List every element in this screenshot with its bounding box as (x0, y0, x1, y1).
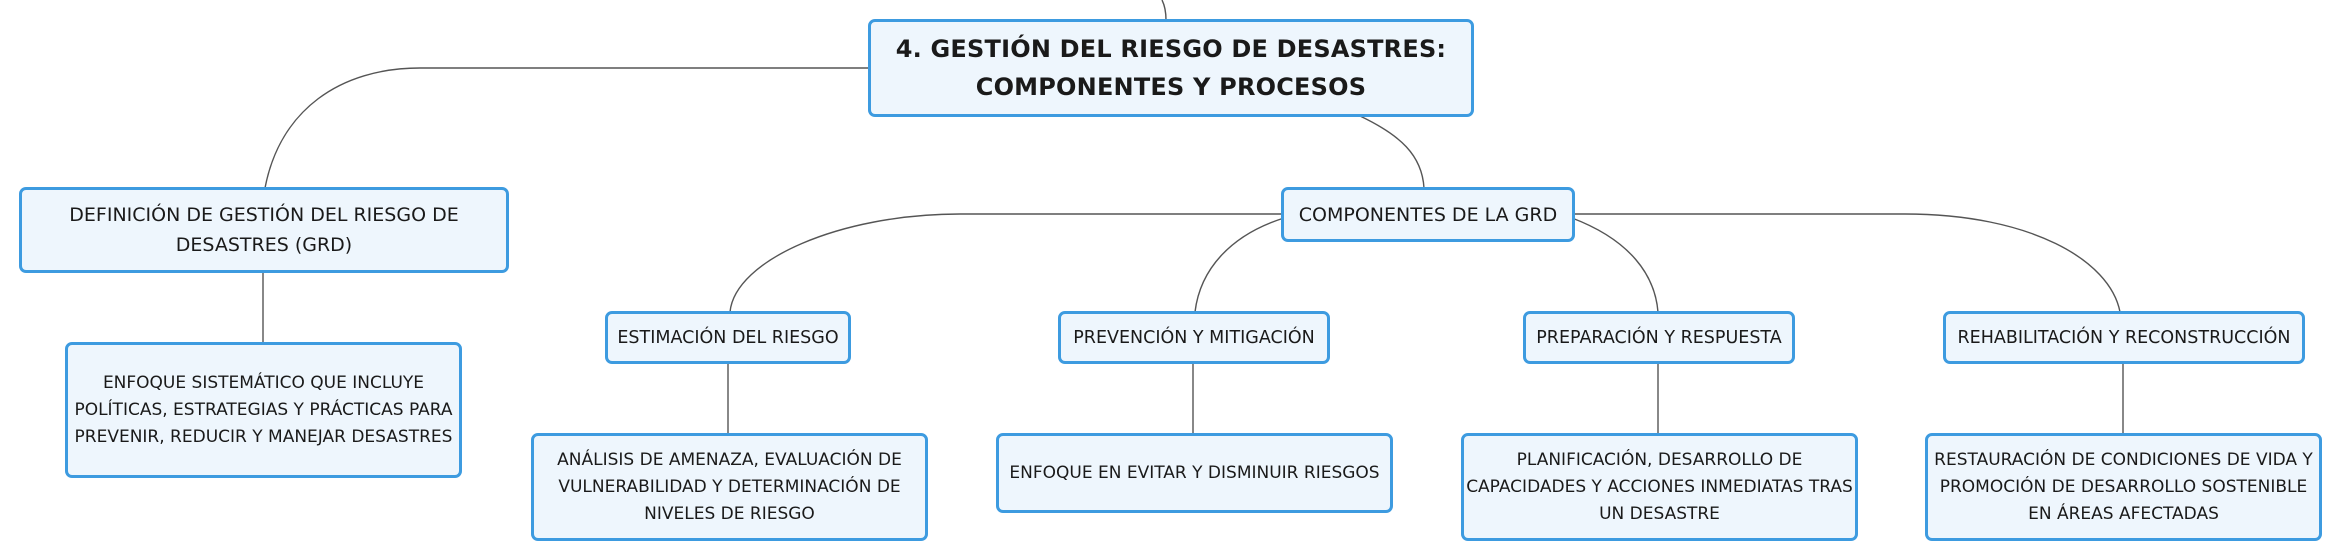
definition-detail-node[interactable]: ENFOQUE SISTEMÁTICO QUE INCLUYE POLÍTICA… (65, 342, 462, 478)
connector-components-rehabilitacion (1572, 213, 2121, 313)
connector-components-prevencion (1194, 217, 1285, 313)
prevencion-detail-node[interactable]: ENFOQUE EN EVITAR Y DISMINUIR RIESGOS (996, 433, 1393, 513)
connector-root-incoming (1161, 0, 1167, 21)
definition-node[interactable]: DEFINICIÓN DE GESTIÓN DEL RIESGO DE DESA… (19, 187, 509, 273)
components-label: COMPONENTES DE LA GRD (1298, 203, 1558, 226)
component-rehabilitacion-label: REHABILITACIÓN Y RECONSTRUCCIÓN (1957, 327, 2291, 348)
estimacion-detail-line3: NIVELES DE RIESGO (644, 503, 815, 524)
root-node[interactable]: 4. GESTIÓN DEL RIESGO DE DESASTRES: COMP… (868, 19, 1474, 117)
rehabilitacion-detail-line1: RESTAURACIÓN DE CONDICIONES DE VIDA Y (1934, 449, 2313, 470)
preparacion-detail-node[interactable]: PLANIFICACIÓN, DESARROLLO DE CAPACIDADES… (1461, 433, 1858, 541)
connector-components-preparacion (1571, 217, 1659, 313)
definition-detail-line1: ENFOQUE SISTEMÁTICO QUE INCLUYE (102, 372, 425, 393)
rehabilitacion-detail-line2: PROMOCIÓN DE DESARROLLO SOSTENIBLE (1939, 476, 2308, 497)
component-estimacion-node[interactable]: ESTIMACIÓN DEL RIESGO (605, 311, 851, 364)
component-prevencion-node[interactable]: PREVENCIÓN Y MITIGACIÓN (1058, 311, 1330, 364)
preparacion-detail-line1: PLANIFICACIÓN, DESARROLLO DE (1516, 449, 1803, 470)
definition-detail-line3: PREVENIR, REDUCIR Y MANEJAR DESASTRES (74, 426, 453, 447)
connector-root-components (1359, 115, 1425, 189)
estimacion-detail-line2: VULNERABILIDAD Y DETERMINACIÓN DE (558, 476, 901, 497)
components-node[interactable]: COMPONENTES DE LA GRD (1281, 187, 1575, 242)
component-preparacion-node[interactable]: PREPARACIÓN Y RESPUESTA (1523, 311, 1795, 364)
prevencion-detail-line1: ENFOQUE EN EVITAR Y DISMINUIR RIESGOS (1009, 462, 1380, 483)
definition-label-line2: DESASTRES (GRD) (175, 234, 353, 256)
root-title-line1: 4. GESTIÓN DEL RIESGO DE DESASTRES: (895, 35, 1447, 63)
root-title-line2: COMPONENTES Y PROCESOS (975, 73, 1367, 101)
preparacion-detail-line3: UN DESASTRE (1599, 503, 1720, 524)
rehabilitacion-detail-line3: EN ÁREAS AFECTADAS (2028, 503, 2219, 524)
connector-components-estimacion (729, 213, 1284, 313)
component-prevencion-label: PREVENCIÓN Y MITIGACIÓN (1073, 327, 1315, 348)
definition-detail-line2: POLÍTICAS, ESTRATEGIAS Y PRÁCTICAS PARA (74, 399, 453, 420)
estimacion-detail-node[interactable]: ANÁLISIS DE AMENAZA, EVALUACIÓN DE VULNE… (531, 433, 928, 541)
component-preparacion-label: PREPARACIÓN Y RESPUESTA (1536, 327, 1782, 348)
preparacion-detail-line2: CAPACIDADES Y ACCIONES INMEDIATAS TRAS (1466, 476, 1853, 497)
definition-label-line1: DEFINICIÓN DE GESTIÓN DEL RIESGO DE (69, 204, 459, 226)
connector-root-definition (264, 67, 874, 189)
component-rehabilitacion-node[interactable]: REHABILITACIÓN Y RECONSTRUCCIÓN (1943, 311, 2305, 364)
component-estimacion-label: ESTIMACIÓN DEL RIESGO (617, 327, 839, 348)
estimacion-detail-line1: ANÁLISIS DE AMENAZA, EVALUACIÓN DE (557, 449, 902, 470)
rehabilitacion-detail-node[interactable]: RESTAURACIÓN DE CONDICIONES DE VIDA Y PR… (1925, 433, 2322, 541)
